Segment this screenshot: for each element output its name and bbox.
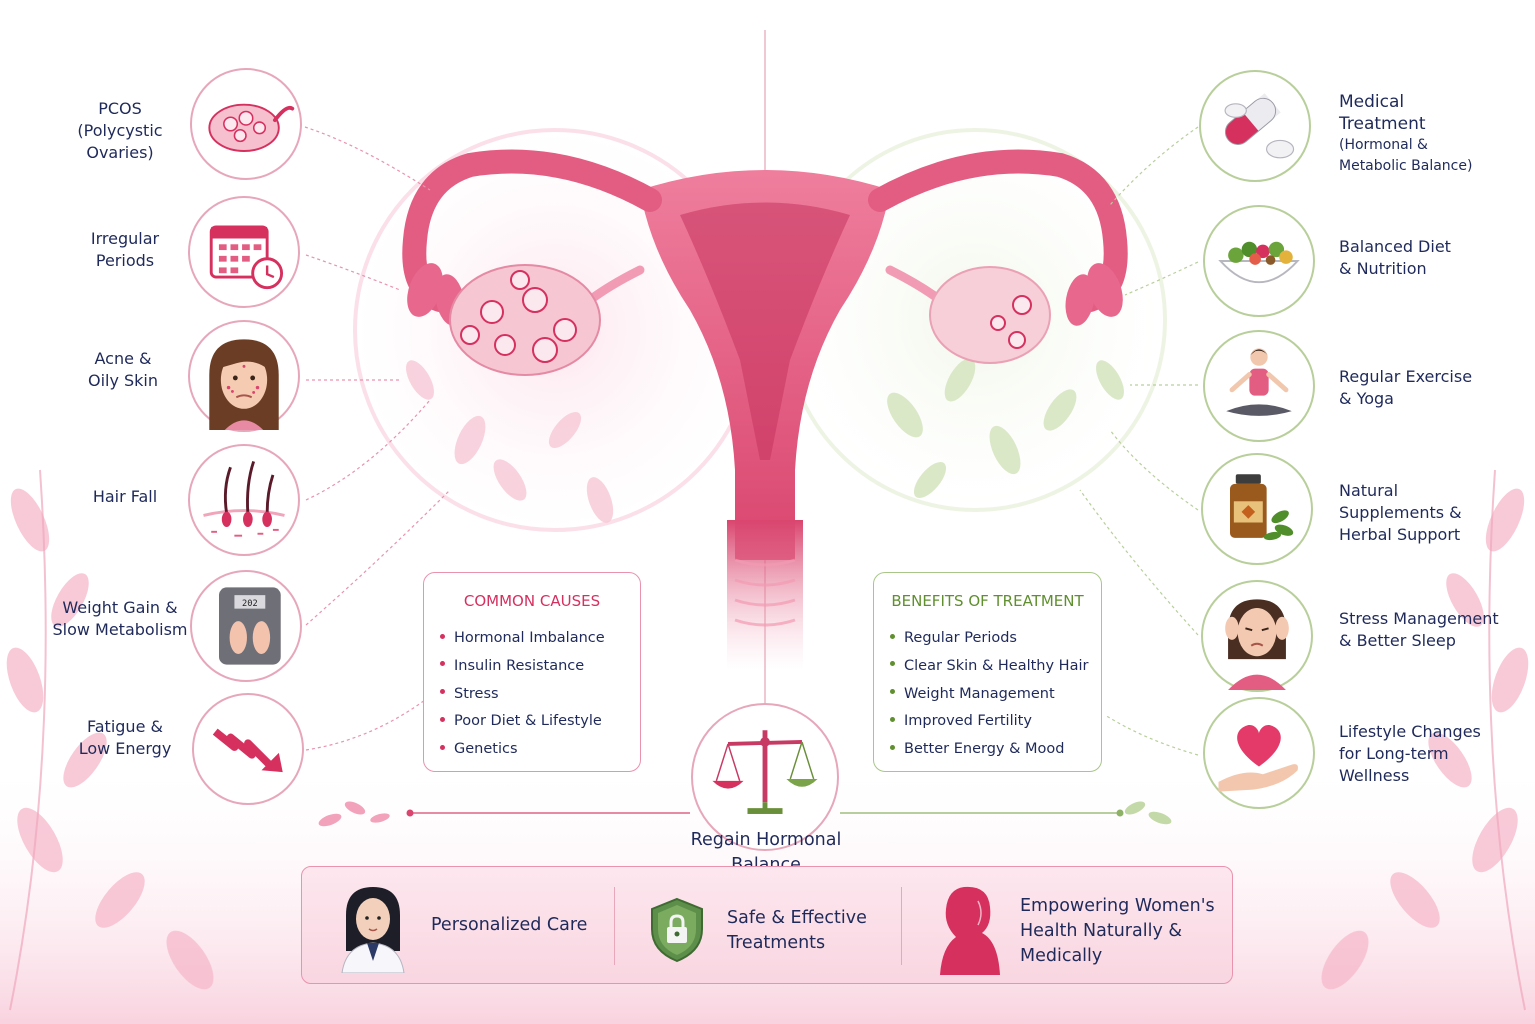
banner-personalized-care: Personalized Care bbox=[431, 915, 588, 935]
list-item: Regular Periods bbox=[890, 625, 1088, 653]
hair-follicle-icon bbox=[188, 444, 300, 556]
calendar-clock-icon bbox=[188, 196, 300, 308]
svg-text:202: 202 bbox=[242, 599, 258, 609]
list-item: Insulin Resistance bbox=[440, 653, 605, 681]
treatment-label-diet: Balanced Diet & Nutrition bbox=[1339, 237, 1451, 278]
cause-label-weight-gain: Weight Gain & Slow Metabolism bbox=[52, 598, 188, 639]
list-item: Genetics bbox=[440, 736, 605, 764]
common-causes-title: COMMON CAUSES bbox=[463, 592, 601, 610]
down-trend-arrow-icon bbox=[192, 693, 304, 805]
heart-in-hand-icon bbox=[1203, 697, 1315, 809]
cause-label-fatigue: Fatigue & Low Energy bbox=[78, 717, 172, 758]
acne-face-icon bbox=[188, 320, 300, 432]
cause-label-pcos: PCOS (Polycystic Ovaries) bbox=[77, 99, 163, 162]
treatment-label-stress: Stress Management & Better Sleep bbox=[1339, 609, 1499, 650]
common-causes-box: COMMON CAUSES Hormonal Imbalance Insulin… bbox=[423, 572, 641, 772]
herbal-bottle-icon bbox=[1201, 453, 1313, 565]
ovary-cyst-icon bbox=[190, 68, 302, 180]
list-item: Weight Management bbox=[890, 681, 1088, 709]
treatment-label-medical: Medical Treatment (Hormonal & Metabolic … bbox=[1339, 92, 1473, 174]
treatment-label-supplements: Natural Supplements & Herbal Support bbox=[1339, 481, 1462, 544]
list-item: Hormonal Imbalance bbox=[440, 625, 605, 653]
list-item: Clear Skin & Healthy Hair bbox=[890, 653, 1088, 681]
salad-bowl-icon bbox=[1203, 205, 1315, 317]
benefits-list: Regular Periods Clear Skin & Healthy Hai… bbox=[890, 625, 1088, 764]
weighing-scale-icon: 202 bbox=[190, 570, 302, 682]
treatment-label-lifestyle: Lifestyle Changes for Long-term Wellness bbox=[1339, 722, 1481, 785]
stressed-woman-icon bbox=[1201, 580, 1313, 692]
common-causes-list: Hormonal Imbalance Insulin Resistance St… bbox=[440, 625, 605, 764]
doctor-icon bbox=[341, 887, 405, 973]
cause-label-hair-fall: Hair Fall bbox=[92, 487, 158, 506]
uterus-illustration bbox=[402, 149, 1128, 670]
list-item: Poor Diet & Lifestyle bbox=[440, 708, 605, 736]
yoga-pose-icon bbox=[1203, 330, 1315, 442]
banner-empowering-women: Empowering Women's Health Naturally & Me… bbox=[1020, 896, 1215, 966]
woman-silhouette-icon bbox=[940, 886, 1000, 975]
treatment-label-exercise: Regular Exercise & Yoga bbox=[1339, 367, 1473, 408]
list-item: Stress bbox=[440, 681, 605, 709]
bottom-banner: Personalized Care Safe & Effective Treat… bbox=[301, 866, 1233, 984]
list-item: Better Energy & Mood bbox=[890, 736, 1088, 764]
banner-safe-treatments: Safe & Effective Treatments bbox=[727, 908, 867, 953]
pill-capsule-icon bbox=[1199, 70, 1311, 182]
cause-label-acne: Acne & Oily Skin bbox=[87, 349, 159, 390]
list-item: Improved Fertility bbox=[890, 708, 1088, 736]
cause-label-irregular-periods: Irregular Periods bbox=[90, 229, 160, 270]
balance-scale-icon bbox=[691, 703, 839, 851]
benefits-title: BENEFITS OF TREATMENT bbox=[891, 592, 1084, 610]
shield-lock-icon bbox=[651, 897, 703, 963]
benefits-box: BENEFITS OF TREATMENT Regular Periods Cl… bbox=[873, 572, 1102, 772]
